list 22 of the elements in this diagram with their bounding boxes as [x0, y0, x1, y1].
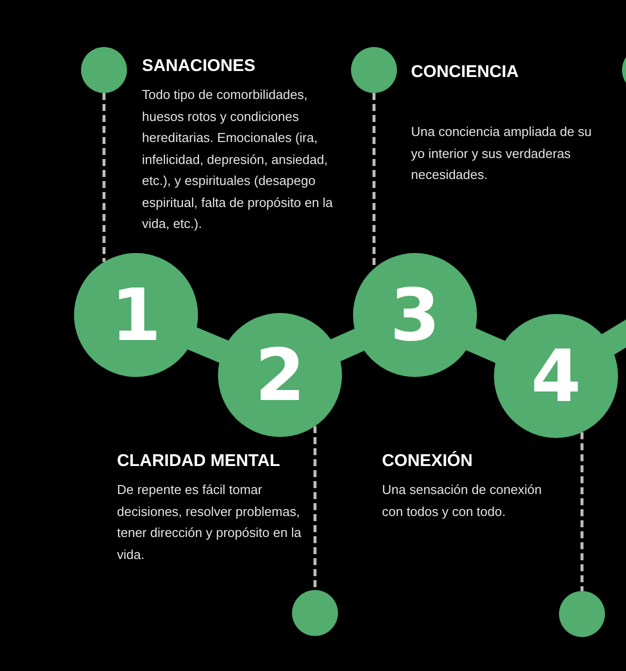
section-heading: SANACIONES [142, 56, 256, 76]
section-heading: CONEXIÓN [382, 451, 473, 471]
step-number: 1 [110, 279, 162, 351]
description-text: Todo tipo de comorbilidades, huesos rotos y condiciones hereditarias. Emocionales (ira, infelicidad, depresión, ansiedad, etc.), y espirituales (desapego espiritual, falta de propósito en la vida, etc.). [142, 86, 334, 233]
dashed-line [580, 432, 584, 591]
chain-link [330, 328, 366, 362]
chain-link [465, 328, 506, 364]
section-heading: CLARIDAD MENTAL [117, 451, 280, 471]
description-text: De repente es fácil tomar decisiones, resolver problemas, tener dirección y propósito en la vida. [117, 481, 302, 564]
section-heading: CONCIENCIA [411, 62, 519, 82]
dashed-line [102, 93, 106, 262]
description-text: Una conciencia ampliada de su yo interior y sus verdaderas necesidades. [411, 123, 593, 184]
chain-link [186, 327, 230, 363]
step-number: 4 [530, 340, 582, 412]
step-number: 2 [254, 339, 306, 411]
description-text: Una sensación de conexión con todos y con todo. [382, 481, 543, 521]
circle-marker [81, 47, 127, 93]
circle-marker [292, 590, 338, 636]
circle-marker [559, 591, 605, 637]
step-number: 3 [390, 279, 440, 351]
dashed-line [314, 426, 316, 590]
circle-marker [351, 47, 397, 93]
